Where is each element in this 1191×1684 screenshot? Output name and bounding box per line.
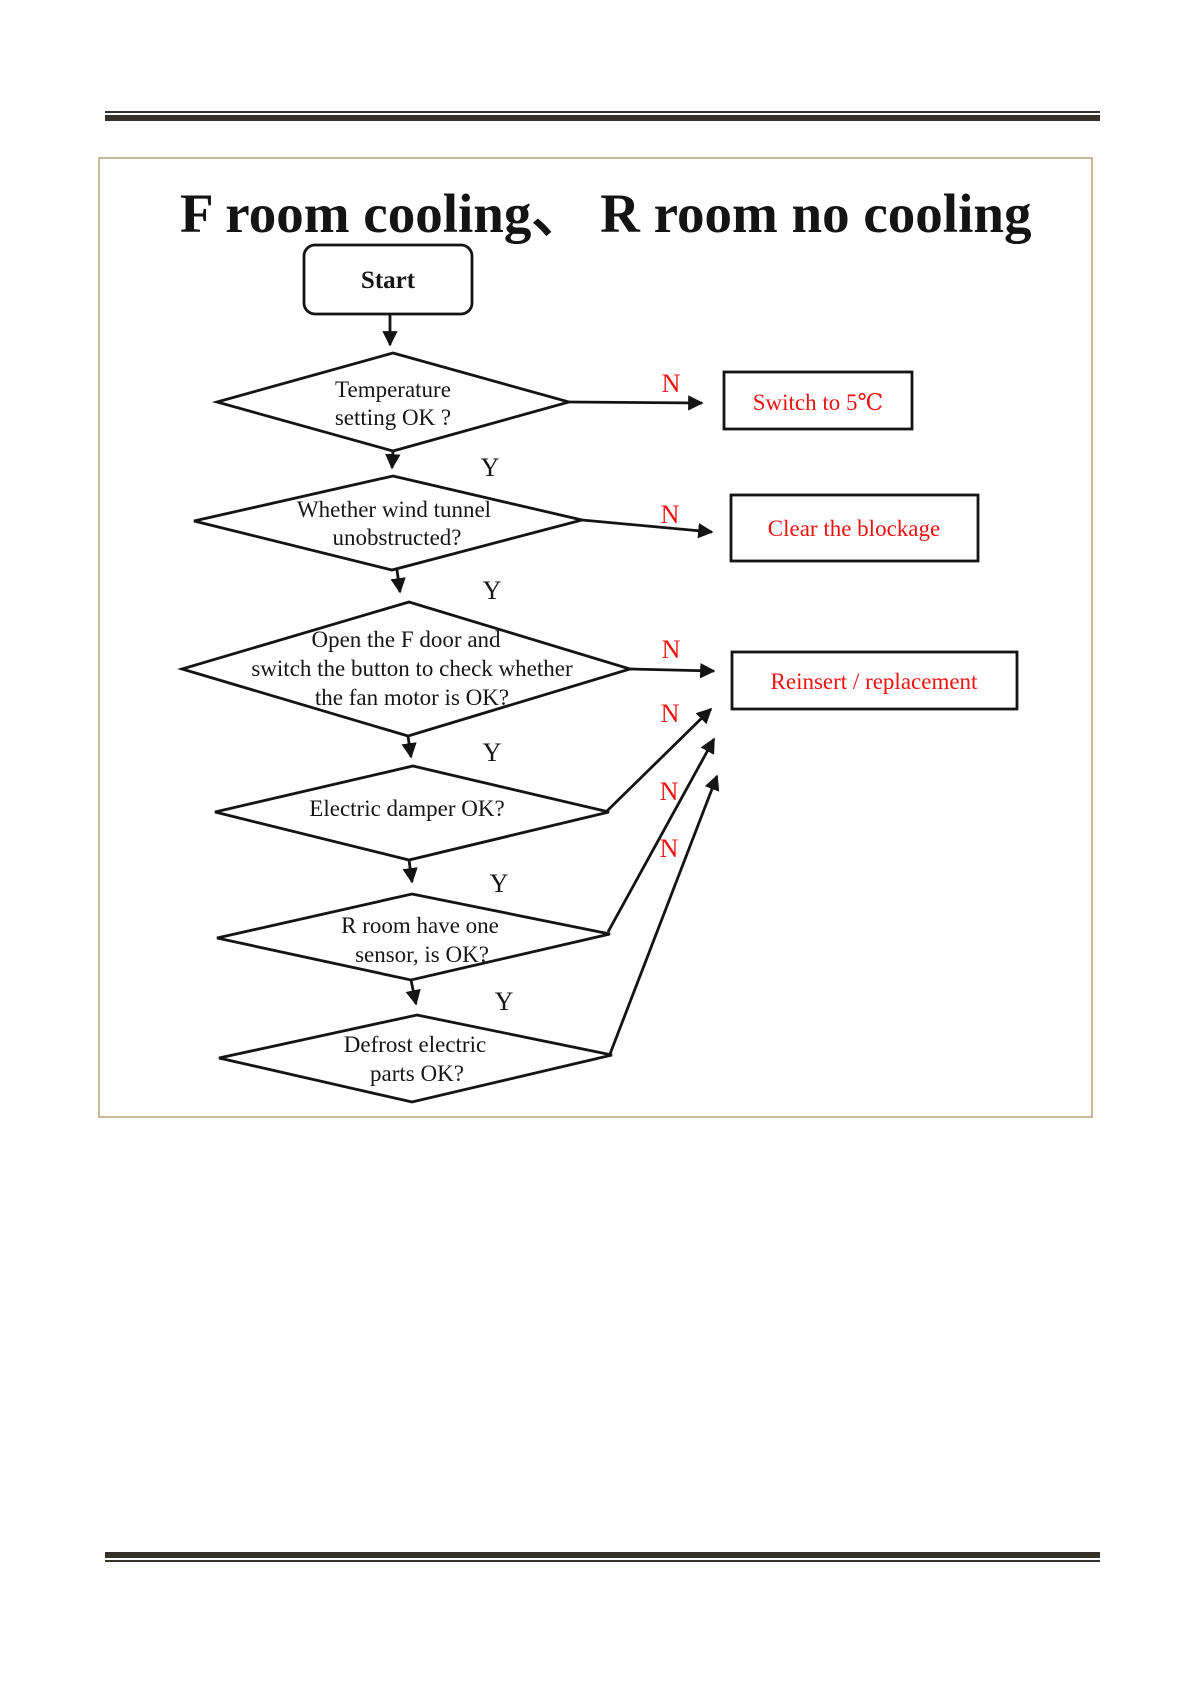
decision-temperature-setting	[211, 351, 575, 453]
connector-d4-no-to-reinsert	[606, 707, 713, 812]
connector-d1-no-to-switch	[568, 395, 704, 411]
decision-fan-motor-line1: Open the F door and	[311, 627, 501, 652]
decision-r-room-sensor	[216, 892, 611, 982]
label-no-d5: N	[660, 777, 679, 806]
decision-wind-tunnel-line1: Whether wind tunnel	[297, 497, 491, 522]
label-yes-d3: Y	[483, 738, 502, 767]
connector-d6-no-to-reinsert	[608, 774, 720, 1055]
label-no-d4: N	[661, 699, 680, 728]
action-switch-to-5c-label: Switch to 5℃	[753, 390, 884, 415]
decision-wind-tunnel-line2: unobstructed?	[332, 525, 461, 550]
decision-electric-damper-line1: Electric damper OK?	[309, 796, 504, 821]
decision-fan-motor-line2: switch the button to check whether	[251, 656, 573, 681]
connector-d5-yes-to-d6	[405, 979, 421, 1006]
action-switch-to-5c	[722, 370, 914, 431]
connector-d5-no-to-reinsert	[606, 737, 716, 933]
connector-d2-yes-to-d3	[390, 569, 406, 594]
action-reinsert-replacement	[730, 650, 1019, 711]
connector-d1-yes-to-d2	[385, 450, 401, 470]
chart-title: F room cooling、 R room no cooling	[180, 183, 1032, 244]
label-no-d3: N	[662, 635, 681, 664]
decision-fan-motor	[177, 600, 635, 738]
connector-d4-yes-to-d5	[402, 859, 418, 884]
start-label: Start	[361, 267, 416, 294]
decision-temperature-line2: setting OK ?	[335, 405, 451, 430]
label-yes-d5: Y	[495, 987, 514, 1016]
label-no-d6: N	[660, 834, 679, 863]
decision-temperature-line1: Temperature	[335, 377, 451, 402]
decision-defrost-parts-line2: parts OK?	[370, 1061, 464, 1086]
bottom-rule-thin-line	[105, 1560, 1100, 1562]
label-no-d2: N	[661, 500, 680, 529]
start-node	[302, 243, 474, 316]
decision-electric-damper	[214, 764, 610, 862]
label-yes-d2: Y	[483, 576, 502, 605]
connector-d3-no-to-reinsert	[629, 662, 716, 679]
top-rule-thick-bar	[105, 115, 1100, 121]
action-clear-blockage-label: Clear the blockage	[768, 516, 940, 541]
action-clear-blockage	[729, 493, 980, 563]
connector-d3-yes-to-d4	[401, 735, 417, 759]
bottom-rule-thick-bar	[105, 1552, 1100, 1558]
decision-fan-motor-line3: the fan motor is OK?	[315, 685, 509, 710]
decision-r-room-sensor-line2: sensor, is OK?	[355, 942, 489, 967]
flowchart-panel: F room cooling、 R room no cooling Star	[98, 157, 1093, 1118]
decision-defrost-parts	[218, 1013, 613, 1104]
decision-defrost-parts-line1: Defrost electric	[344, 1032, 486, 1057]
decision-wind-tunnel	[193, 474, 583, 572]
decision-r-room-sensor-line1: R room have one	[341, 913, 499, 938]
connector-d2-no-to-clear	[581, 518, 714, 539]
label-yes-d1: Y	[481, 453, 500, 482]
action-reinsert-replacement-label: Reinsert / replacement	[771, 669, 979, 694]
flowchart-canvas: Start Temperature setting OK ? Whether w…	[177, 243, 1019, 1104]
label-yes-d4: Y	[490, 869, 509, 898]
label-no-d1: N	[662, 369, 681, 398]
top-rule-thin-line	[105, 111, 1100, 113]
